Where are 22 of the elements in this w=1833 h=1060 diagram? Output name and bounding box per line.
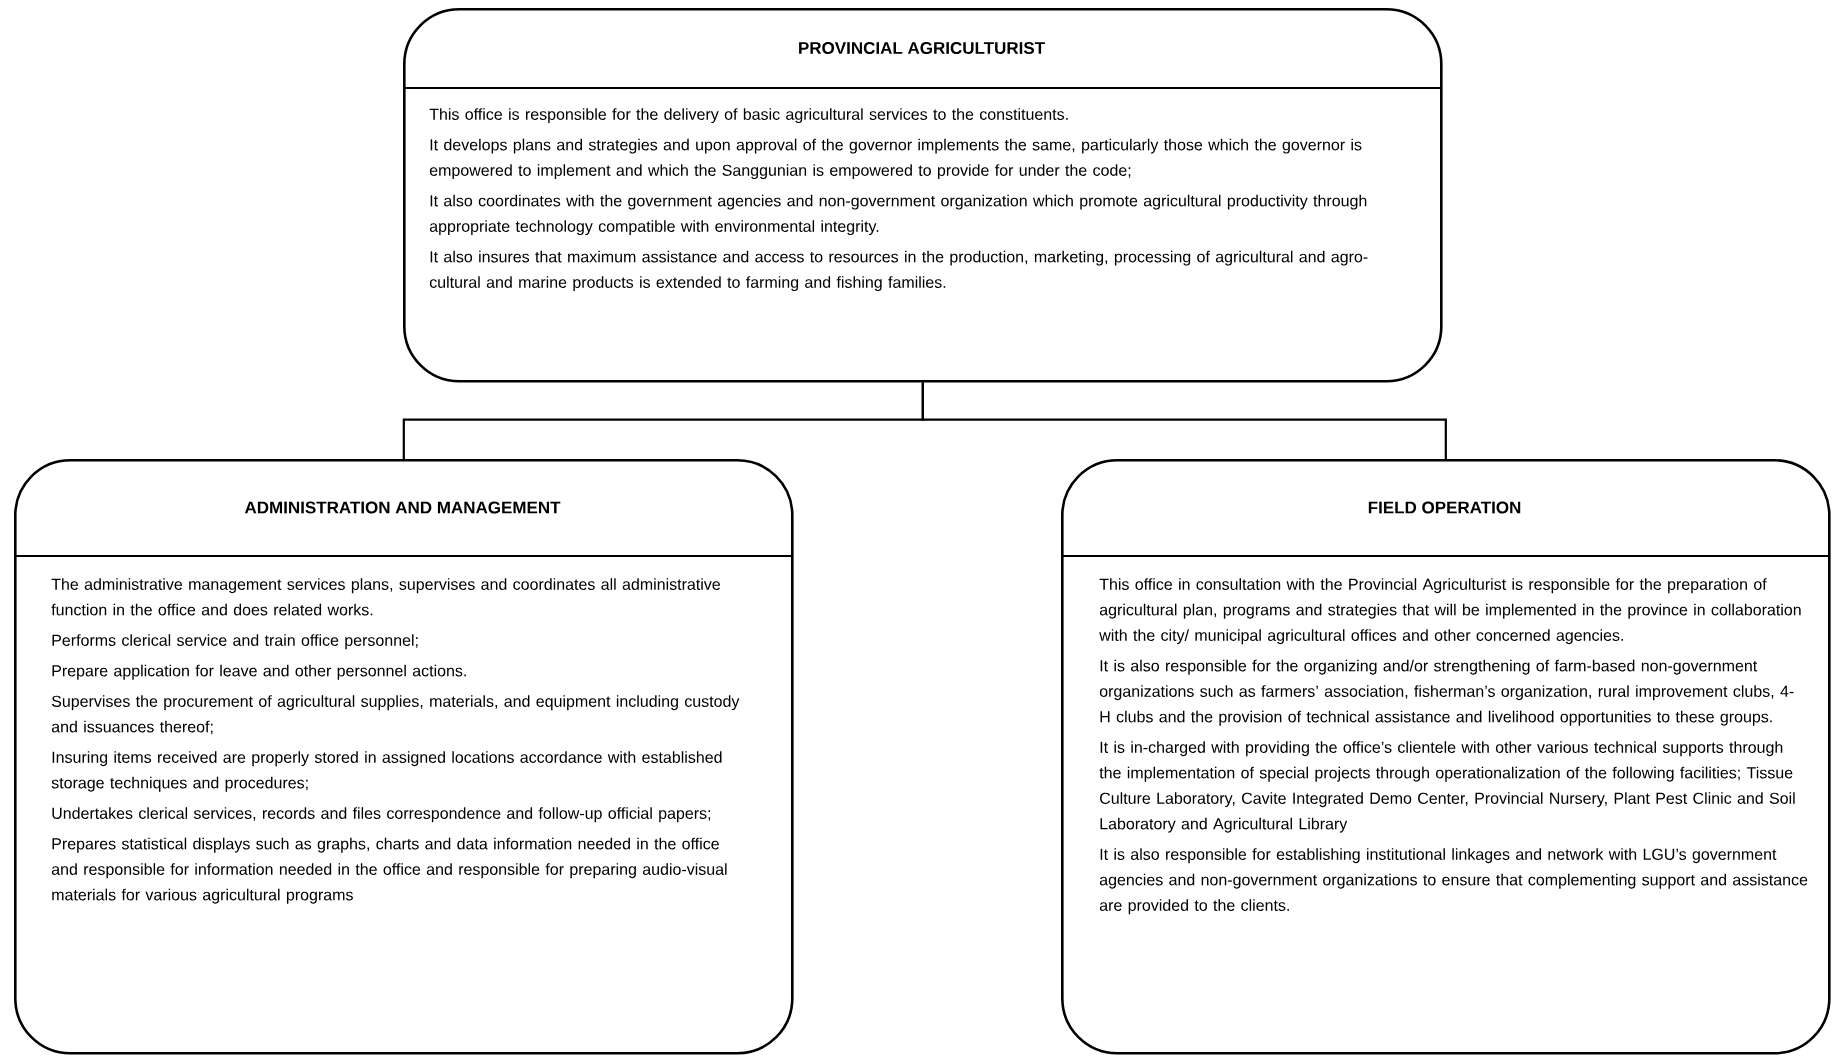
box-heading: ADMINISTRATION AND MANAGEMENT [244,501,561,514]
description-text: It is in-charged with providing the office’s clientele with other various technical supports through the implementation of special projects through operationalization of the following facilities; Tissue Culture Laboratory, Cavite Integrated Demo Center, Provincial Nursery, Plant Pest Clinic and Soil Laboratory and Agricultural Library [1099,741,1795,833]
office-box [1061,459,1831,1055]
box-heading: PROVINCIAL AGRICULTURIST [799,42,1045,55]
description-text: Insuring items received are properly stored in assigned locations accordance with established storage techniques and procedures; [51,751,722,792]
description-text: It also insures that maximum assistance and access to resources in the production, marketing, processing of agricultural and agro-cultural and marine products is extended to farming and fishing families. [429,250,1368,292]
description-text: It is also responsible for the organizing and/or strengthening of farm-based non-government organizations such as farmers’ association, fisherman’s organization, rural improvement clubs, 4-H clubs and the provision of technical assistance and livelihood opportunities to these groups. [1099,659,1794,726]
description-text: Prepare application for leave and other personnel actions. [52,664,466,680]
description-text: Performs clerical service and train office personnel; [52,634,418,650]
office-box [14,459,794,1055]
connector-line [921,382,1447,459]
description-text: This office is responsible for the delivery of basic agricultural services to the constituents. [429,108,1068,124]
description-text: It develops plans and strategies and upon approval of the governor implements the same, particularly those which the governor is empowered to implement and which the Sanggunian is empowered to provide for under the code; [429,138,1362,180]
description-text: Prepares statistical displays such as graphs, charts and data information needed in the office and responsible for information needed in the office and responsible for preparing audio-visual materials for various agricultural programs [51,837,727,904]
description-text: Undertakes clerical services, records and files correspondence and follow-up official papers; [52,807,711,823]
box-heading: FIELD OPERATION [1368,501,1521,514]
description-text: The administrative management services plans, supervises and coordinates all administrative function in the office and does related works. [51,578,720,616]
description-text: This office in consultation with the Provincial Agriculturist is responsible for the preparation of agricultural plan, programs and strategies that will be implemented in the province in collaboration with the city/ municipal agricultural offices and other concerned agencies. [1099,578,1801,645]
office-box [403,8,1443,383]
description-text: Supervises the procurement of agricultural supplies, materials, and equipment including custody and issuances thereof; [51,695,740,735]
description-text: It is also responsible for establishing institutional linkages and network with LGU’s government agencies and non-government organizations to ensure that complementing support and assistance are provided to the clients. [1099,848,1808,915]
description-text: It also coordinates with the government agencies and non-government organization which promote agricultural productivity through appropriate technology compatible with environmental integrity. [429,194,1367,236]
